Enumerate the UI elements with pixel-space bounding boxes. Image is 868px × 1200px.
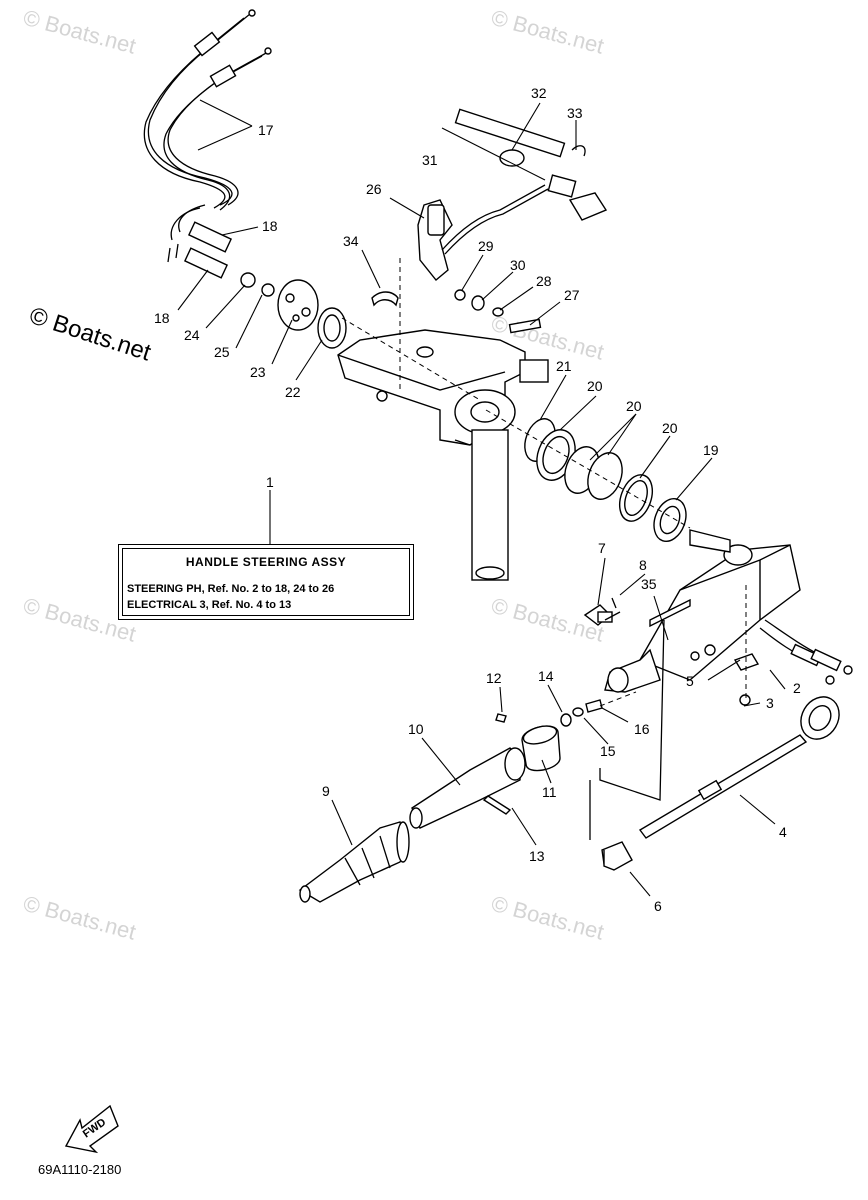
electrical-ref: ELECTRICAL 3, Ref. No. 4 to 13: [127, 599, 292, 611]
callout-19: 19: [703, 442, 719, 458]
small-hardware: [495, 699, 603, 772]
callout-9: 9: [322, 783, 330, 799]
callout-18b: 18: [154, 310, 170, 326]
watermark: © Boats.net: [489, 5, 607, 59]
callout-5: 5: [686, 673, 694, 689]
watermark: © Boats.net: [489, 593, 607, 647]
watermark: © Boats.net: [489, 891, 607, 945]
callout-20b: 20: [662, 420, 678, 436]
callout-13: 13: [529, 848, 545, 864]
callout-11: 11: [542, 784, 557, 800]
watermarks: © Boats.net © Boats.net © Boats.net © Bo…: [21, 5, 607, 945]
leader-lines: [177, 99, 786, 897]
callout-27: 26: [366, 181, 382, 197]
callout-15: 15: [600, 743, 616, 759]
callout-10: 10: [408, 721, 424, 737]
callout-21: 20: [626, 398, 642, 414]
stop-switch: [583, 597, 617, 626]
fwd-arrow-icon: FWD: [64, 1104, 119, 1154]
throttle-rod: [601, 696, 840, 871]
diagram-part-number: 69A1110-2180: [38, 1162, 122, 1177]
callout-16: 16: [634, 721, 650, 737]
callout-17: 17: [258, 122, 274, 138]
callout-30: 29: [478, 238, 494, 254]
callout-22: 21: [556, 358, 572, 374]
callout-7: 7: [598, 540, 606, 556]
assembly-guides: [341, 258, 747, 840]
callout-32: 31: [422, 152, 438, 168]
callout-6: 6: [654, 898, 662, 914]
callout-4: 4: [779, 824, 787, 840]
callout-1: 1: [266, 474, 274, 490]
callout-23: 22: [285, 384, 301, 400]
throttle-grip: [298, 747, 526, 903]
callout-29: 28: [536, 273, 552, 289]
callout-26: 25: [214, 344, 230, 360]
watermark: © Boats.net: [21, 5, 139, 59]
cable-bracket: [240, 272, 347, 349]
callout-33: 32: [531, 85, 547, 101]
steering-ref: STEERING PH, Ref. No. 2 to 18, 24 to 26: [127, 583, 335, 595]
callouts: 17 18 18 24 25 23 22 1 34 26 31 32 33 29…: [154, 85, 801, 914]
steering-bracket: [337, 329, 549, 581]
watermark: © Boats.net: [21, 891, 139, 945]
callout-18: 18: [262, 218, 278, 234]
callout-14: 14: [538, 668, 554, 684]
callout-24: 23: [250, 364, 266, 380]
callout-34: 33: [567, 105, 583, 121]
washer-rings: [524, 418, 687, 543]
callout-2: 2: [793, 680, 801, 696]
callout-36: 35: [641, 576, 657, 592]
steering-handle-arm: [604, 529, 853, 706]
callout-12: 12: [486, 670, 502, 686]
callout-8: 8: [639, 557, 647, 573]
callout-28: 27: [564, 287, 580, 303]
callout-20: 20: [587, 378, 603, 394]
throttle-shaft: [441, 108, 608, 255]
callout-31: 30: [510, 257, 526, 273]
callout-35: 34: [343, 233, 359, 249]
bushing-35: [371, 291, 399, 307]
throttle-cables: [143, 9, 272, 279]
watermark-dark: © Boats.net: [26, 302, 154, 367]
assembly-title-box: HANDLE STEERING ASSY STEERING PH, Ref. N…: [118, 544, 414, 620]
callout-3: 3: [766, 695, 774, 711]
callout-25: 24: [184, 327, 200, 343]
throttle-lever: [417, 199, 542, 334]
assembly-title: HANDLE STEERING ASSY: [185, 555, 347, 569]
